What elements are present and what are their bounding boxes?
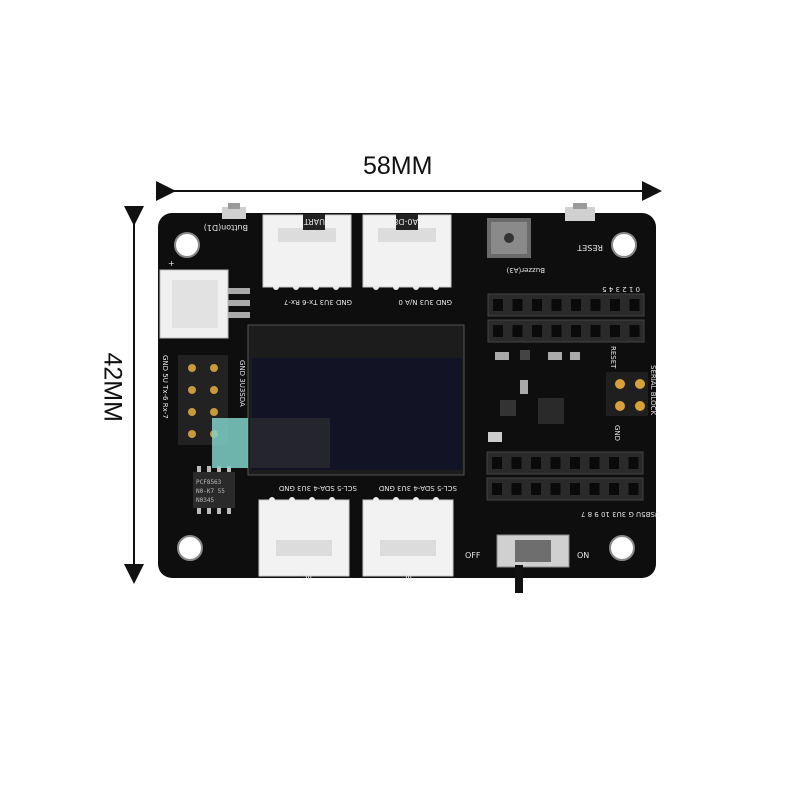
a0-d8-label: A0-D8 bbox=[393, 217, 418, 226]
chip-text-3: N0345 bbox=[196, 497, 214, 504]
gnd-label: GND bbox=[613, 425, 621, 441]
uart-label: UART bbox=[304, 217, 325, 226]
iic-connector-1 bbox=[258, 497, 350, 577]
buzzer bbox=[487, 218, 531, 258]
mounting-holes bbox=[174, 232, 637, 561]
a0-d8-pin-labels: GND 3U3 N/A 0 bbox=[398, 298, 452, 306]
iic-connector-2 bbox=[362, 497, 454, 577]
a0-d8-connector bbox=[362, 214, 452, 290]
uart-connector bbox=[262, 214, 352, 290]
iic-label-1: IIC bbox=[301, 572, 312, 581]
serial-block-label: SERIAL BLOCK bbox=[649, 365, 657, 416]
power-connector bbox=[159, 269, 250, 339]
rtc-chip bbox=[193, 466, 235, 514]
on-label: ON bbox=[577, 551, 589, 560]
reset-label: RESET bbox=[577, 243, 603, 252]
uart-pin-labels: GND 3U3 Tx-6 Rx-7 bbox=[284, 298, 352, 306]
reset-button bbox=[565, 203, 595, 221]
button-d1 bbox=[222, 203, 246, 219]
top-header-labels: 0 1 2 3 4 5 bbox=[602, 285, 640, 293]
power-switch bbox=[496, 534, 570, 593]
bottom-header-labels: USB5U G 3U3 10 9 8 7 bbox=[581, 510, 660, 518]
chip-text-1: PCF8563 bbox=[196, 479, 222, 486]
left-pin-labels: GND 5U Tx-6 Rx-7 bbox=[161, 355, 169, 419]
bottom-right-header bbox=[486, 451, 644, 501]
button-d1-label: Button(D1) bbox=[204, 223, 248, 232]
width-dimension-label: 58MM bbox=[363, 152, 433, 180]
buzzer-label: Buzzer(A3) bbox=[506, 266, 545, 274]
off-label: OFF bbox=[465, 551, 481, 560]
iic-pin-labels-1: SCL-5 SDA-4 3U3 GND bbox=[279, 484, 357, 492]
iic-pin-labels-2: SCL-5 SDA-4 3U3 GND bbox=[379, 484, 457, 492]
smd-components bbox=[488, 350, 580, 442]
serial-block-pins bbox=[606, 372, 648, 416]
chip-text-2: N0-K7 55 bbox=[196, 488, 225, 495]
reset-side-label: RESET bbox=[609, 346, 617, 369]
top-right-header bbox=[487, 293, 645, 343]
iic-label-2: IIC bbox=[401, 572, 412, 581]
oled-display bbox=[212, 324, 465, 476]
left-pin-labels-2: GND 3U3SDA bbox=[238, 360, 246, 407]
plus-marker: + bbox=[168, 259, 175, 268]
